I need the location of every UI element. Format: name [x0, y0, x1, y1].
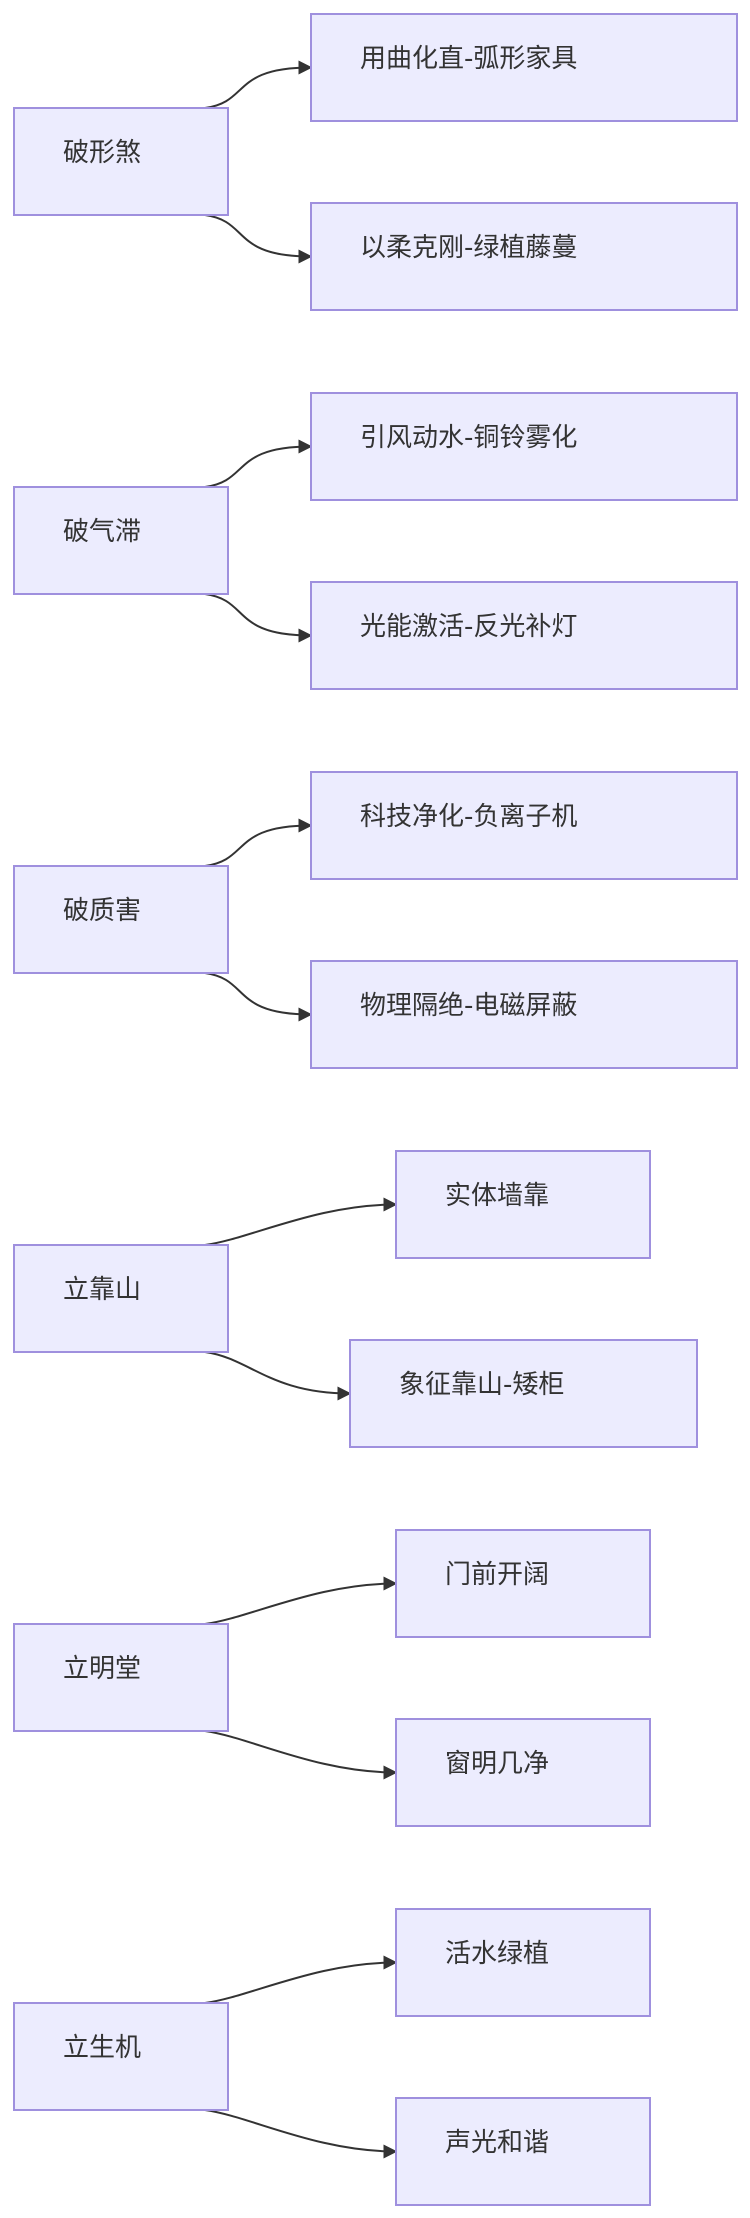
parent-node-3-label: 立靠山 — [63, 1275, 141, 1305]
edge-1-1 — [204, 593, 313, 643]
parent-node-0: 破形煞 — [13, 107, 229, 216]
child-node-5-1: 声光和谐 — [395, 2097, 651, 2206]
edge-5-0 — [204, 1955, 398, 2004]
parent-node-2-label: 破质害 — [63, 896, 141, 926]
parent-node-0-label: 破形煞 — [63, 138, 141, 168]
edges-layer — [204, 60, 398, 2159]
child-node-5-1-box — [395, 2097, 651, 2206]
child-node-2-0: 科技净化-负离子机 — [310, 771, 738, 880]
child-node-4-1-label: 窗明几净 — [445, 1749, 549, 1779]
edge-0-1 — [204, 214, 313, 264]
child-node-0-1-label: 以柔克刚-绿植藤蔓 — [360, 233, 577, 263]
child-node-2-0-label: 科技净化-负离子机 — [360, 802, 577, 832]
child-node-5-0-label: 活水绿植 — [445, 1939, 549, 1969]
child-node-0-0: 用曲化直-弧形家具 — [310, 13, 738, 122]
child-node-3-1: 象征靠山-矮柜 — [349, 1339, 698, 1448]
parent-node-4: 立明堂 — [13, 1623, 229, 1732]
edge-0-0 — [204, 60, 313, 109]
child-node-1-0-box — [310, 392, 738, 501]
edge-4-1 — [204, 1730, 398, 1780]
child-node-1-1-label: 光能激活-反光补灯 — [360, 612, 577, 642]
child-node-3-0-box — [395, 1150, 651, 1259]
edge-5-1 — [204, 2109, 398, 2159]
child-node-3-0-label: 实体墙靠 — [445, 1181, 549, 1211]
child-node-0-0-label: 用曲化直-弧形家具 — [360, 44, 577, 74]
parent-node-4-label: 立明堂 — [63, 1654, 141, 1684]
child-node-4-1-box — [395, 1718, 651, 1827]
child-node-5-1-label: 声光和谐 — [445, 2128, 549, 2158]
parent-node-0-box — [13, 107, 229, 216]
child-node-1-1: 光能激活-反光补灯 — [310, 581, 738, 690]
parent-node-1-label: 破气滞 — [63, 517, 141, 547]
parent-node-5-box — [13, 2002, 229, 2111]
child-node-2-1-label: 物理隔绝-电磁屏蔽 — [360, 991, 577, 1021]
parent-node-3: 立靠山 — [13, 1244, 229, 1353]
child-node-0-1-box — [310, 202, 738, 311]
child-node-1-1-box — [310, 581, 738, 690]
parent-node-1-box — [13, 486, 229, 595]
child-node-2-1-box — [310, 960, 738, 1069]
parent-node-4-box — [13, 1623, 229, 1732]
child-node-3-1-box — [349, 1339, 698, 1448]
edge-2-0 — [204, 818, 313, 867]
child-node-1-0: 引风动水-铜铃雾化 — [310, 392, 738, 501]
parent-node-5-label: 立生机 — [63, 2033, 141, 2063]
parent-node-3-box — [13, 1244, 229, 1353]
parent-node-2-box — [13, 865, 229, 974]
child-node-2-0-box — [310, 771, 738, 880]
child-node-3-0: 实体墙靠 — [395, 1150, 651, 1259]
child-node-0-1: 以柔克刚-绿植藤蔓 — [310, 202, 738, 311]
child-node-4-0-box — [395, 1529, 651, 1638]
child-node-5-0: 活水绿植 — [395, 1908, 651, 2017]
child-node-4-0-label: 门前开阔 — [445, 1560, 549, 1590]
edge-1-0 — [204, 439, 313, 488]
child-node-1-0-label: 引风动水-铜铃雾化 — [360, 423, 577, 453]
parent-node-2: 破质害 — [13, 865, 229, 974]
parent-node-5: 立生机 — [13, 2002, 229, 2111]
edge-3-1 — [204, 1351, 352, 1401]
child-node-4-0: 门前开阔 — [395, 1529, 651, 1638]
child-node-2-1: 物理隔绝-电磁屏蔽 — [310, 960, 738, 1069]
edge-3-0 — [204, 1197, 398, 1246]
child-node-4-1: 窗明几净 — [395, 1718, 651, 1827]
child-node-3-1-label: 象征靠山-矮柜 — [399, 1370, 564, 1400]
parent-node-1: 破气滞 — [13, 486, 229, 595]
child-node-0-0-box — [310, 13, 738, 122]
edge-2-1 — [204, 972, 313, 1022]
child-node-5-0-box — [395, 1908, 651, 2017]
edge-4-0 — [204, 1576, 398, 1625]
